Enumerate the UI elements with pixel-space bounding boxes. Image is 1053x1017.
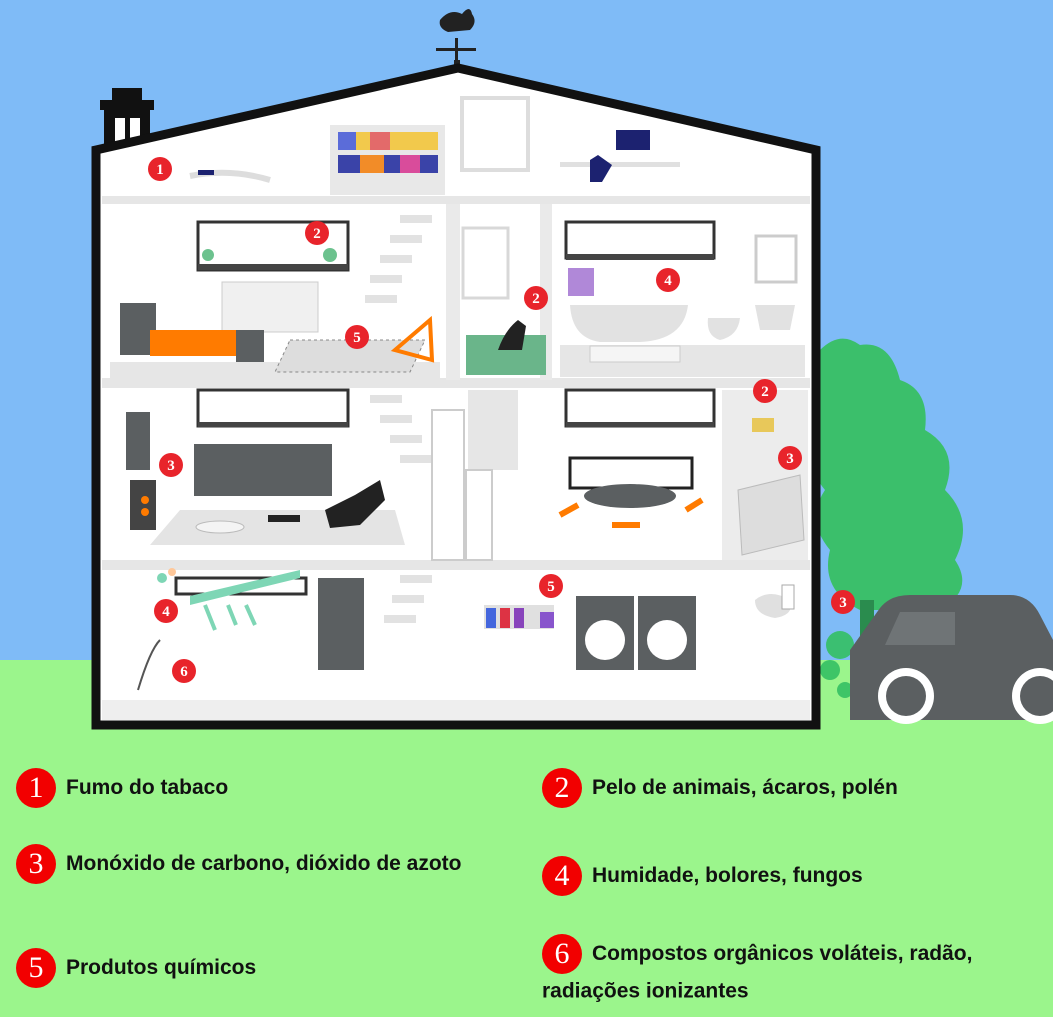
marker-label: 2 [761, 384, 769, 400]
legend-item-1: 1 Fumo do tabaco [16, 768, 516, 808]
living-room [126, 388, 518, 561]
marker-fumo-attic: 1 [148, 157, 172, 181]
stairs [365, 215, 432, 623]
legend-number-badge: 3 [16, 844, 56, 884]
car [850, 595, 1053, 724]
bathroom [560, 220, 805, 377]
marker-humidade-bathroom: 4 [656, 268, 680, 292]
marker-quimicos-laundry: 5 [539, 574, 563, 598]
legend-text: Produtos químicos [66, 956, 257, 979]
marker-co-livingroom: 3 [159, 453, 183, 477]
legend-text: Compostos orgânicos voláteis, radão, rad… [542, 942, 973, 1003]
legend-text: Fumo do tabaco [66, 776, 229, 799]
marker-label: 3 [839, 595, 847, 611]
marker-label: 2 [532, 291, 540, 307]
house [91, 63, 821, 730]
bedroom [110, 220, 440, 378]
marker-label: 6 [180, 664, 188, 680]
marker-label: 5 [547, 579, 555, 595]
legend-text: Pelo de animais, ácaros, polén [592, 776, 898, 799]
legend-item-5: 5 Produtos químicos [16, 948, 516, 988]
legend-item-3: 3 Monóxido de carbono, dióxido de azoto [16, 844, 496, 884]
marker-label: 3 [786, 451, 794, 467]
legend-text: Monóxido de carbono, dióxido de azoto [66, 852, 462, 875]
marker-label: 5 [353, 330, 361, 346]
legend-item-4: 4 Humidade, bolores, fungos [542, 856, 1042, 896]
legend-number-badge: 4 [542, 856, 582, 896]
marker-compostos-basement: 6 [172, 659, 196, 683]
marker-label: 4 [162, 604, 170, 620]
dining-kitchen [558, 388, 808, 560]
legend: 1 Fumo do tabaco 2 Pelo de animais, ácaros… [0, 740, 1053, 1017]
legend-number-badge: 5 [16, 948, 56, 988]
legend-item-2: 2 Pelo de animais, ácaros, polén [542, 768, 1042, 808]
marker-label: 4 [664, 273, 672, 289]
marker-humidade-basement: 4 [154, 599, 178, 623]
marker-quimicos-bedroom-rug: 5 [345, 325, 369, 349]
legend-number-badge: 6 [542, 934, 582, 974]
marker-pelo-dog: 2 [524, 286, 548, 310]
hallway-dog [461, 226, 546, 375]
floors [102, 196, 810, 720]
marker-pelo-kitchen: 2 [753, 379, 777, 403]
legend-text: Humidade, bolores, fungos [592, 864, 863, 887]
exhaust-smoke [820, 631, 854, 698]
marker-co-car-exhaust: 3 [831, 590, 855, 614]
legend-number-badge: 2 [542, 768, 582, 808]
legend-number-badge: 1 [16, 768, 56, 808]
marker-label: 3 [167, 458, 175, 474]
marker-pelo-bedroom-window: 2 [305, 221, 329, 245]
basement [137, 568, 795, 691]
marker-co-kitchen-stove: 3 [778, 446, 802, 470]
marker-label: 2 [313, 226, 321, 242]
marker-label: 1 [156, 162, 164, 178]
attic-furniture [189, 96, 680, 195]
